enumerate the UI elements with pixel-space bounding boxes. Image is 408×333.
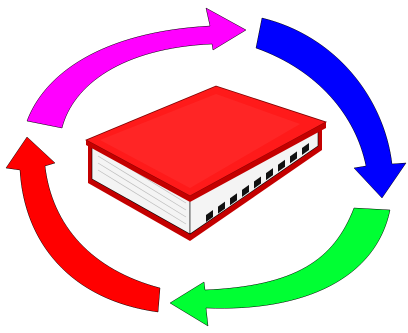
book-cover-edge (86, 140, 190, 202)
book-index-tabs (206, 143, 309, 222)
index-tab (218, 201, 225, 214)
book-cover-right-edge (190, 122, 326, 202)
green-arrow-icon (169, 207, 391, 327)
index-tab (266, 168, 273, 181)
index-tab (206, 210, 213, 222)
book-icon (85, 85, 328, 241)
index-tab (230, 193, 237, 206)
index-tab (242, 184, 249, 197)
book-cover-highlight (100, 94, 300, 188)
index-tab (278, 159, 285, 172)
index-tab (302, 143, 309, 155)
red-arrow-icon (5, 136, 161, 313)
index-tab (290, 151, 297, 164)
blue-arrow-icon (255, 17, 407, 199)
index-tab (254, 176, 261, 189)
